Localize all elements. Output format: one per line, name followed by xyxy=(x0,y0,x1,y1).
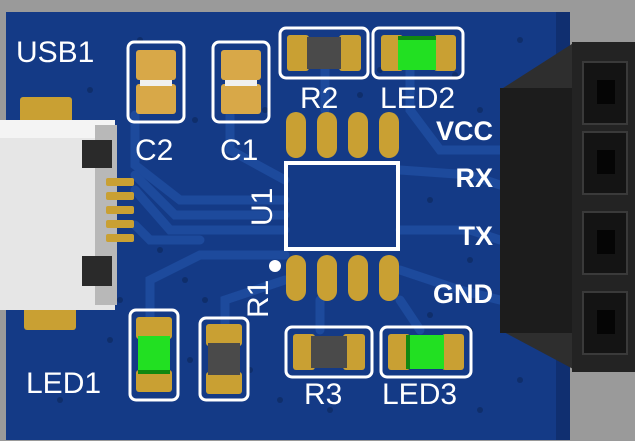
led2-pad-right xyxy=(434,35,456,71)
c1-pad-top xyxy=(221,50,261,80)
led3-pad-right xyxy=(442,334,464,370)
vias xyxy=(57,37,523,413)
led1-cathode-mark xyxy=(138,370,170,374)
r1-pad-top xyxy=(206,324,242,346)
led2-body xyxy=(398,36,436,70)
c2-outline xyxy=(126,40,186,124)
pin-label-vcc: VCC xyxy=(436,116,493,146)
r2-outline xyxy=(278,26,370,80)
u1-pin1-dot xyxy=(269,260,281,272)
r3-pad-left xyxy=(293,334,315,370)
led3-cathode-mark xyxy=(406,335,410,369)
led2-outline xyxy=(371,26,465,80)
c2-pad-bottom xyxy=(136,84,176,114)
led3-body xyxy=(406,335,444,369)
r2-body xyxy=(307,37,341,69)
label-r1: R1 xyxy=(242,280,275,318)
pin-label-gnd: GND xyxy=(433,279,493,309)
led3-pad-left xyxy=(388,334,410,370)
r1-outline xyxy=(198,316,250,402)
usb-pad-top xyxy=(20,97,72,127)
label-usb1: USB1 xyxy=(16,36,94,69)
c1-pad-bottom xyxy=(221,84,261,114)
r2-pad-right xyxy=(339,35,361,71)
usb-latch-top xyxy=(82,140,112,168)
u1-pads-bottom xyxy=(286,255,399,301)
label-led3: LED3 xyxy=(382,378,457,411)
r3-pad-right xyxy=(343,334,365,370)
u1-body-outline xyxy=(284,161,400,251)
r3-outline xyxy=(284,325,374,379)
label-r2: R2 xyxy=(300,82,338,115)
led2-pad-left xyxy=(381,35,403,71)
c1-body xyxy=(225,80,257,86)
led2-cathode-mark xyxy=(398,36,436,40)
c2-pad-top xyxy=(136,50,176,80)
label-led2: LED2 xyxy=(380,82,455,115)
led1-body xyxy=(138,336,170,374)
header-pin-sockets xyxy=(582,61,628,355)
led1-pad-top xyxy=(136,317,172,339)
label-u1: U1 xyxy=(246,188,279,226)
usb-shell-shade xyxy=(0,120,115,138)
label-c1: C1 xyxy=(220,134,258,167)
r1-pad-bottom xyxy=(206,372,242,394)
u1-pads-top xyxy=(286,112,399,158)
traces xyxy=(130,50,505,335)
label-led1: LED1 xyxy=(26,367,101,400)
led3-outline xyxy=(379,325,473,379)
c2-body xyxy=(140,80,172,86)
led1-outline xyxy=(128,308,180,402)
pin-label-rx: RX xyxy=(455,163,493,193)
pin-label-tx: TX xyxy=(458,221,493,251)
label-r3: R3 xyxy=(304,378,342,411)
r1-body xyxy=(208,343,240,375)
led1-pad-bottom xyxy=(136,370,172,392)
usb-pins xyxy=(106,178,134,242)
r2-pad-left xyxy=(287,35,309,71)
label-c2: C2 xyxy=(135,134,173,167)
usb-latch-bottom xyxy=(82,256,112,286)
r3-body xyxy=(311,336,347,368)
c1-outline xyxy=(211,40,271,124)
